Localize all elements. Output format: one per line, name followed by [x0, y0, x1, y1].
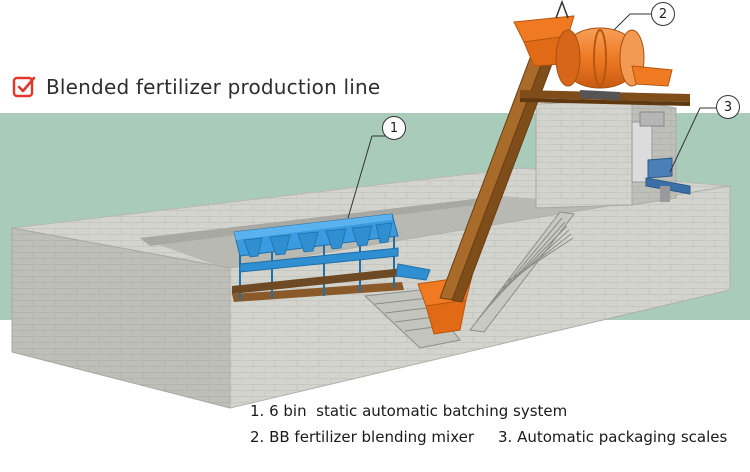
checkbox-checked-icon [12, 76, 36, 98]
title: Blended fertilizer production line [12, 72, 380, 102]
caption-batching-system: 1. 6 bin static automatic batching syste… [250, 402, 568, 420]
page-title: Blended fertilizer production line [46, 75, 381, 99]
batching-system [232, 213, 431, 302]
callout-3: 3 [716, 95, 740, 119]
caption-packaging-scales: 3. Automatic packaging scales [498, 428, 728, 446]
bucket-elevator [439, 57, 553, 303]
callout-2: 2 [651, 2, 675, 26]
packaging-scales [631, 111, 691, 202]
caption-blending-mixer: 2. BB fertilizer blending mixer [250, 428, 475, 446]
mixer-tower-front [535, 99, 633, 209]
bb-blending-mixer [555, 27, 673, 100]
callout-1: 1 [382, 116, 406, 140]
